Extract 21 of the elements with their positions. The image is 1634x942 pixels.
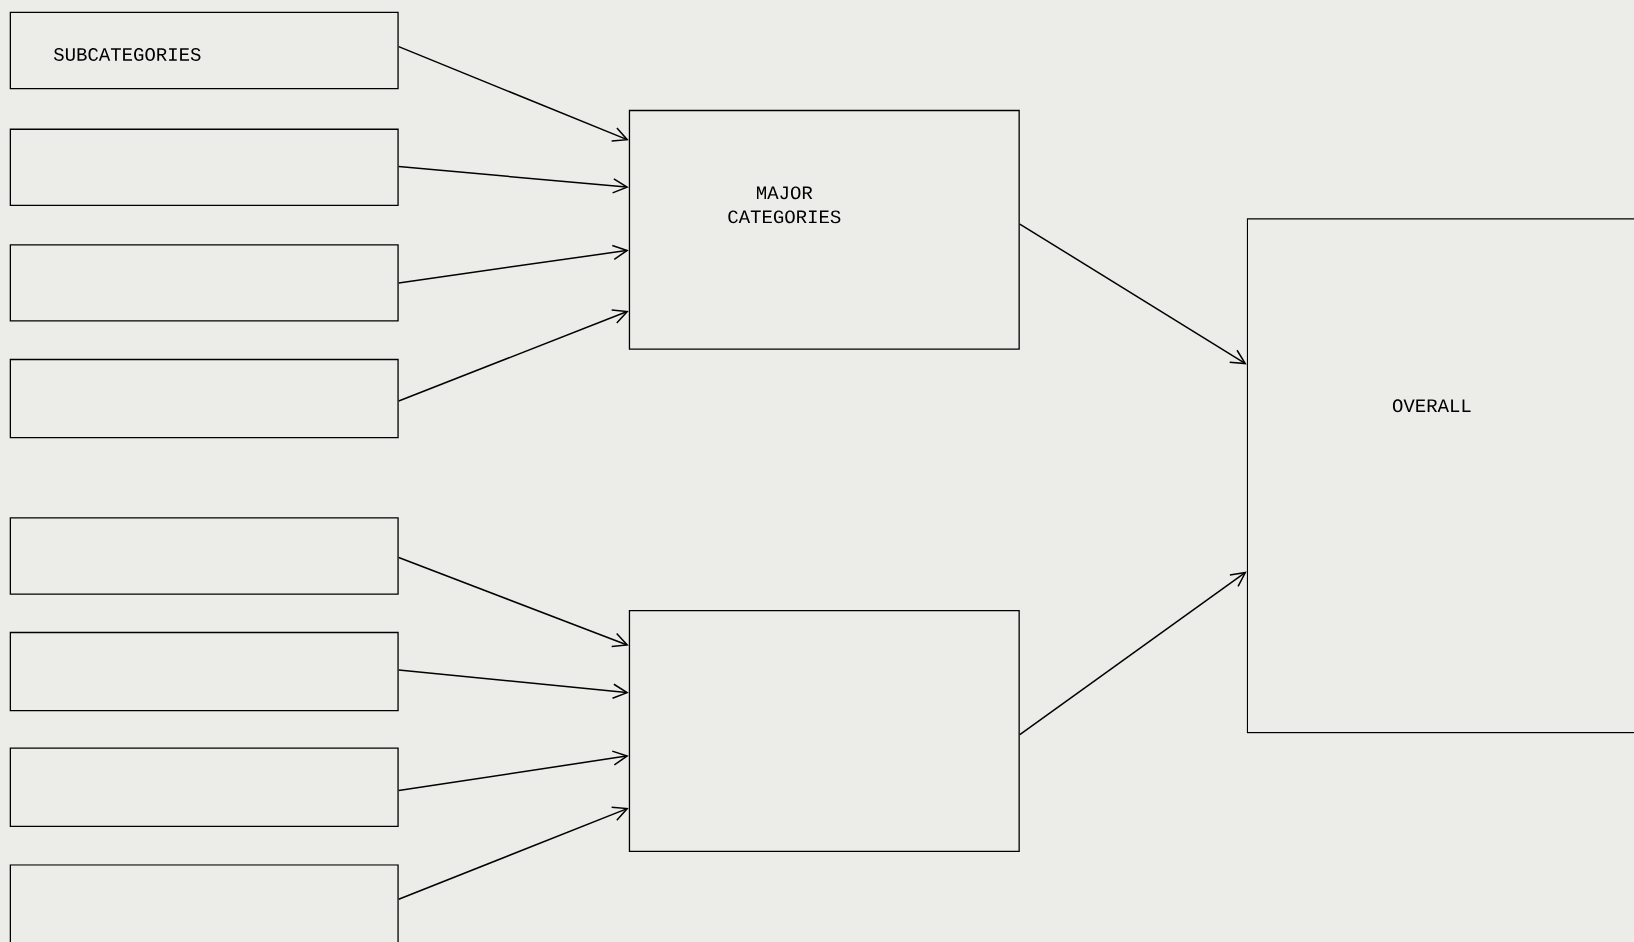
category-box: MAJOR CATEGORIES <box>628 109 1020 350</box>
empty-box <box>9 128 399 206</box>
arrow <box>397 309 629 402</box>
arrow <box>397 806 629 900</box>
arrow <box>1019 223 1247 365</box>
arrow <box>397 750 629 792</box>
category-box: SUBCATEGORIES <box>9 11 399 90</box>
arrow <box>397 45 629 142</box>
empty-box <box>9 747 399 828</box>
empty-box <box>9 244 399 322</box>
arrow <box>397 165 629 194</box>
empty-box <box>9 864 399 942</box>
empty-box <box>9 517 399 595</box>
empty-box <box>628 610 1020 852</box>
arrow <box>397 244 629 284</box>
arrow <box>397 669 629 699</box>
empty-box <box>9 358 399 439</box>
empty-box <box>9 631 399 712</box>
arrow <box>397 556 629 648</box>
arrow <box>1019 571 1247 736</box>
category-box: OVERALL <box>1246 218 1634 734</box>
